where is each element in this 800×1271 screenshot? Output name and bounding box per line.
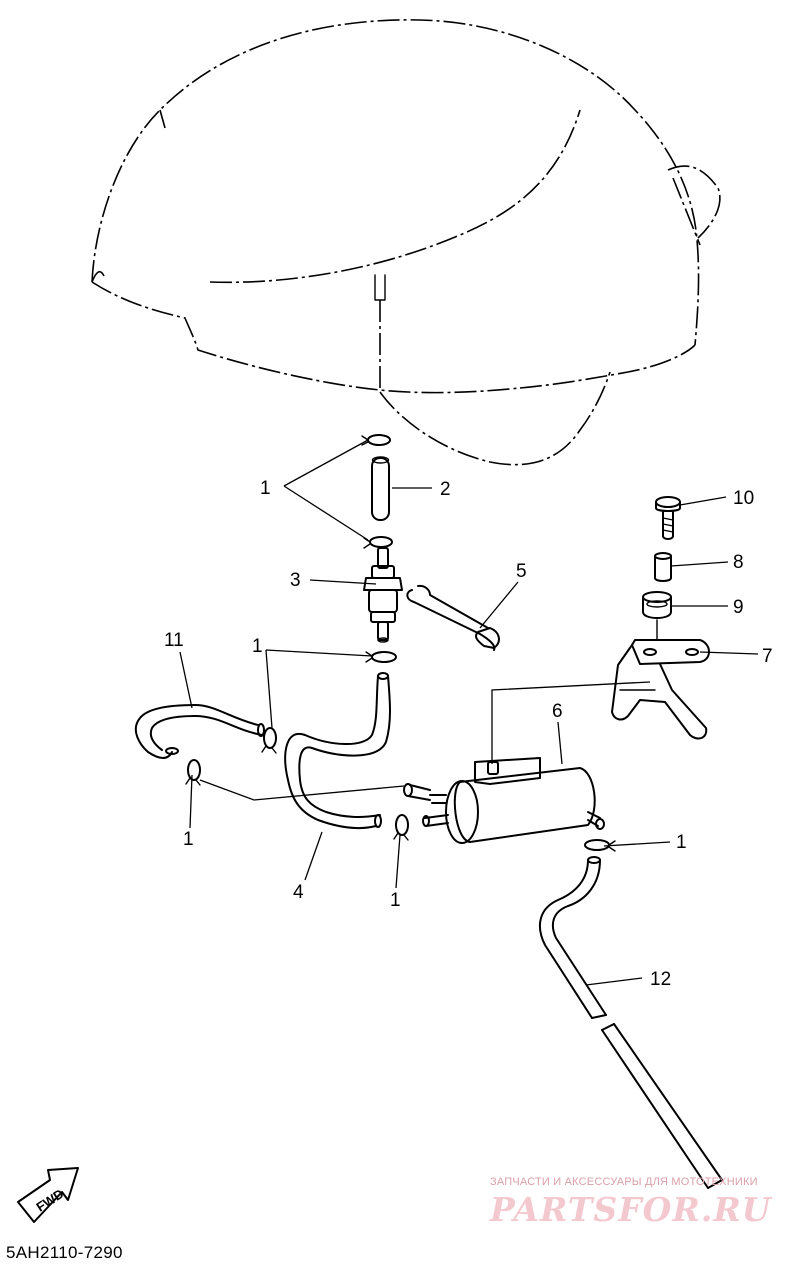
grommet-part-9 <box>642 591 672 641</box>
callout-1-mid: 1 <box>252 636 263 657</box>
collar-part-8 <box>654 552 672 582</box>
watermark-logo: PARTSFOR.RU <box>490 1190 772 1229</box>
watermark-tagline: ЗАПЧАСТИ И АКСЕССУАРЫ ДЛЯ МОТОТЕХНИКИ <box>490 1176 758 1188</box>
canister-part-6 <box>403 757 605 844</box>
callout-4: 4 <box>293 882 304 903</box>
fuel-tank-outline <box>91 19 721 466</box>
clip-part-1 <box>185 434 616 852</box>
callout-9: 9 <box>733 597 744 618</box>
callout-8: 8 <box>733 552 744 573</box>
callout-10: 10 <box>733 488 754 509</box>
callout-5: 5 <box>516 561 527 582</box>
callout-7: 7 <box>762 646 773 667</box>
hose-part-2 <box>371 456 390 521</box>
callout-3: 3 <box>290 570 301 591</box>
hose-part-4 <box>284 672 391 829</box>
fwd-label: FWD <box>33 1186 66 1215</box>
callout-labels: 1 2 3 5 1 11 6 7 9 8 10 1 4 1 1 12 <box>164 478 773 990</box>
bolt-part-10 <box>655 496 681 540</box>
part-code: 5AH2110-7290 <box>6 1243 123 1262</box>
bracket-part-5 <box>406 584 500 651</box>
mounting-bracket-part-7 <box>611 639 710 740</box>
callout-1-top: 1 <box>260 478 271 499</box>
callout-12: 12 <box>650 969 671 990</box>
callout-6: 6 <box>552 701 563 722</box>
fuel-filter-part-3 <box>363 547 403 643</box>
callout-2: 2 <box>440 479 451 500</box>
callout-1-bottom: 1 <box>390 890 401 911</box>
fwd-arrow-icon: FWD <box>17 1167 79 1223</box>
hose-part-12 <box>538 856 723 1189</box>
hose-part-11 <box>134 704 265 759</box>
callout-1-left: 1 <box>183 829 194 850</box>
leader-lines <box>179 439 759 986</box>
callout-1-right: 1 <box>676 832 687 853</box>
callout-11: 11 <box>164 630 184 651</box>
